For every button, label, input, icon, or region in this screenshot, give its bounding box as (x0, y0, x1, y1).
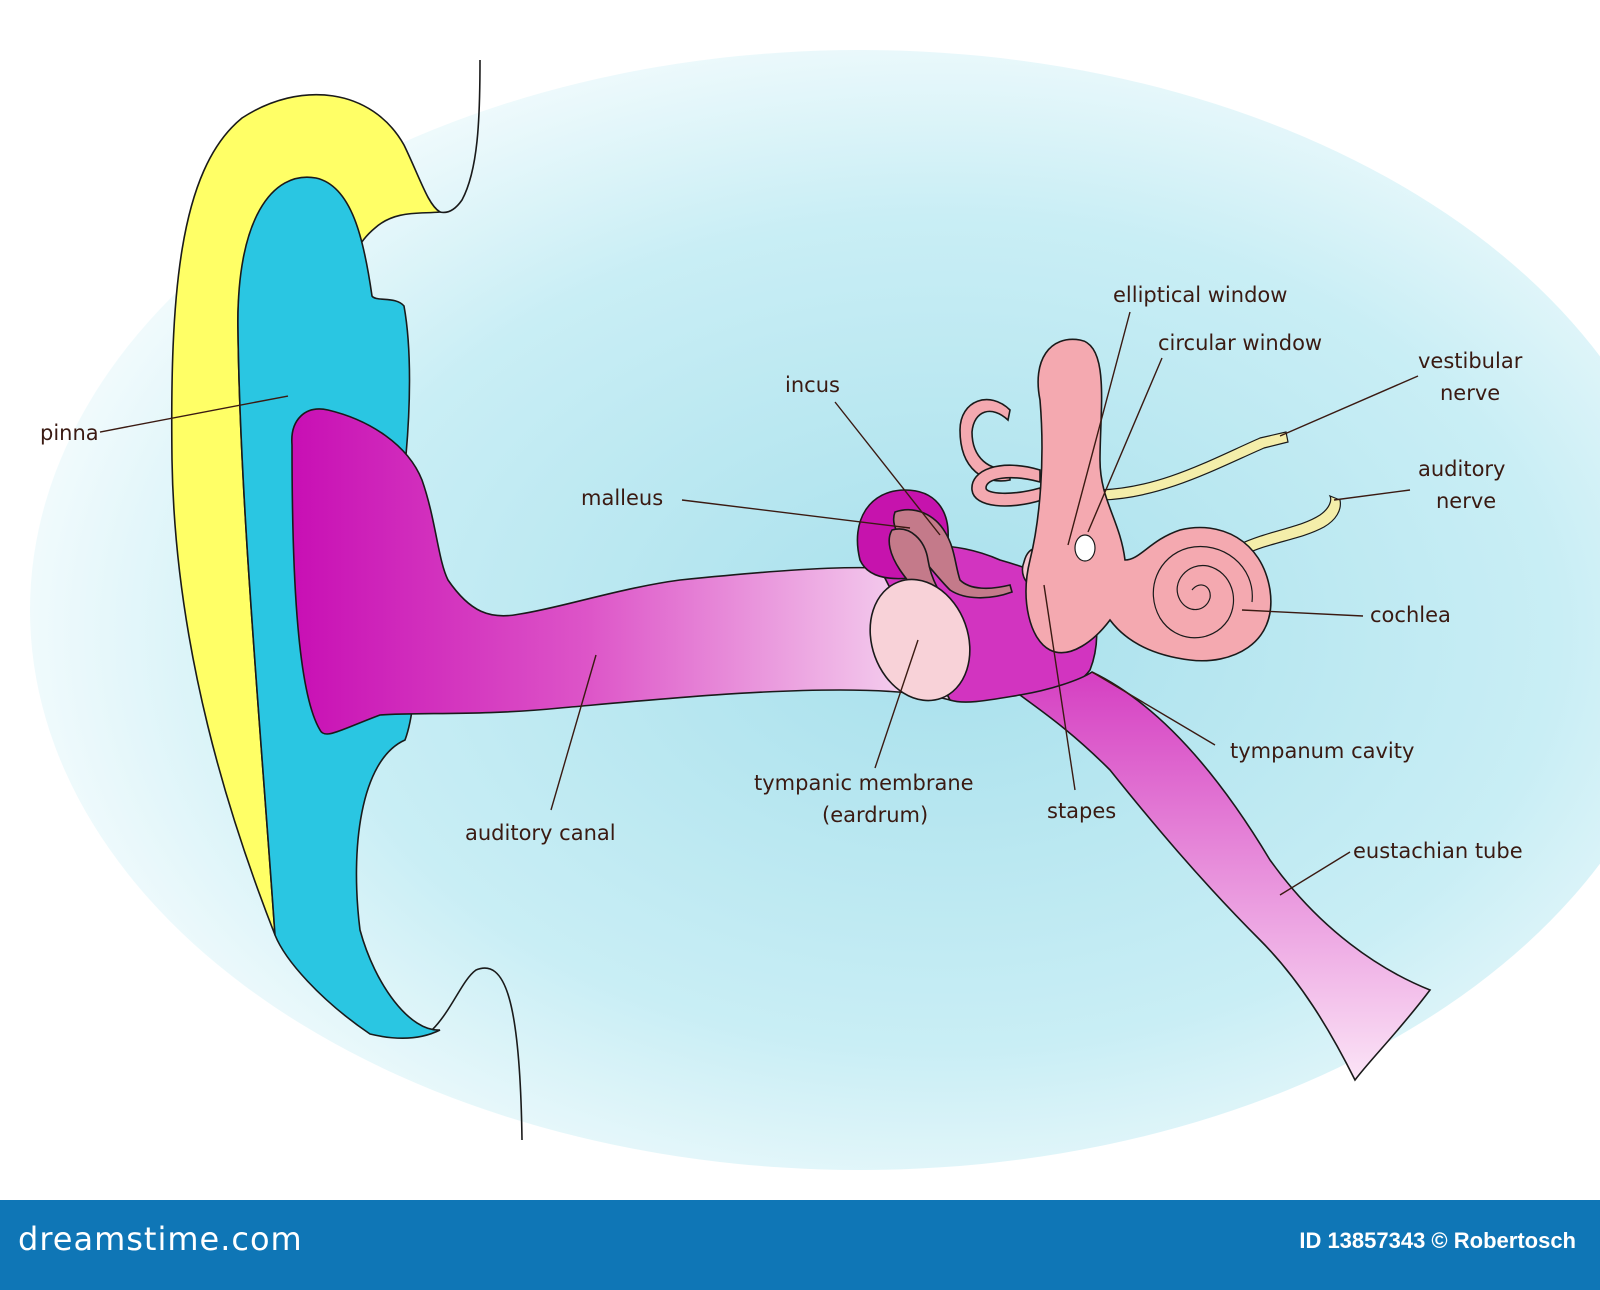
label-eustachian-tube: eustachian tube (1353, 839, 1523, 863)
auditory-nerve-shape (1237, 494, 1341, 556)
label-incus: incus (785, 373, 840, 397)
eardrum (869, 578, 971, 702)
label-circular-window: circular window (1158, 331, 1322, 355)
head-contour-top (439, 59, 481, 214)
leader-vestibular-nerve (1279, 375, 1419, 437)
footer-bar: dreamstime.com ID 13857343 © Robertosch (0, 1200, 1600, 1290)
image-credit: ID 13857343 © Robertosch (1299, 1228, 1576, 1253)
leader-circular-window (1087, 357, 1163, 533)
leader-cochlea (1241, 609, 1364, 617)
label-tympanic-membrane-line2: (eardrum) (822, 803, 928, 827)
leader-tympanic-membrane (874, 639, 919, 769)
brand-wordmark: dreamstime.com (18, 1220, 303, 1258)
semicircular-canal-outer (959, 398, 1011, 482)
cochlea-spiral (1152, 546, 1253, 639)
leader-auditory-nerve (1333, 489, 1411, 501)
label-cochlea: cochlea (1370, 603, 1451, 627)
leader-eustachian-tube (1279, 851, 1351, 896)
label-pinna: pinna (40, 421, 99, 445)
label-auditory-nerve-line2: nerve (1436, 489, 1496, 513)
ear-anatomy-diagram: pinna incus malleus elliptical window ci… (30, 50, 1600, 1170)
leader-stapes (1043, 584, 1076, 791)
vestibule-cochlea-body (1025, 338, 1272, 662)
vestibular-nerve-shape (1099, 431, 1289, 501)
leader-elliptical-window (1067, 311, 1131, 546)
label-stapes: stapes (1047, 799, 1116, 823)
label-auditory-nerve-line1: auditory (1418, 457, 1506, 481)
circular-window-shape (1074, 534, 1096, 562)
label-elliptical-window: elliptical window (1113, 283, 1287, 307)
label-malleus: malleus (581, 486, 663, 510)
eustachian-tube-shape (1018, 671, 1432, 1082)
leader-pinna (99, 395, 289, 433)
leader-incus (834, 401, 941, 536)
label-vestibular-nerve-line2: nerve (1440, 381, 1500, 405)
label-tympanum-cavity: tympanum cavity (1230, 739, 1414, 763)
leader-auditory-canal (550, 654, 597, 811)
head-contour-bottom (431, 967, 523, 1141)
label-vestibular-nerve-line1: vestibular (1418, 349, 1523, 373)
label-auditory-canal: auditory canal (465, 821, 616, 845)
leader-tympanum-cavity (1091, 671, 1216, 746)
label-tympanic-membrane-line1: tympanic membrane (754, 771, 974, 795)
leader-malleus (681, 499, 911, 529)
